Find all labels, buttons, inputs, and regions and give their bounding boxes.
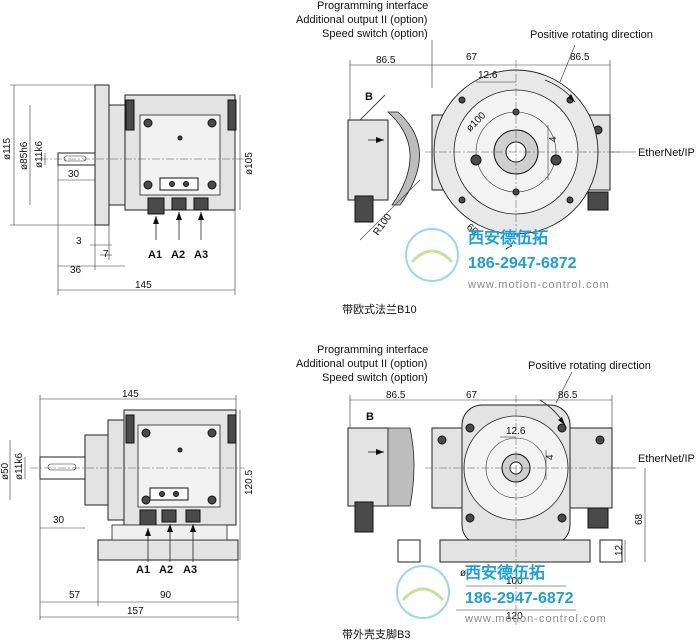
top-bracket bbox=[125, 99, 135, 131]
dim-126: 12.6 bbox=[506, 426, 526, 437]
header-line-1: Programming interface bbox=[317, 0, 428, 12]
view-b-label: B bbox=[365, 91, 373, 103]
top-screw-icon bbox=[207, 118, 217, 128]
header-line-2: Additional output II (option) bbox=[296, 358, 427, 370]
ethernet-label: EtherNet/IP bbox=[638, 453, 695, 465]
watermark-company: 西安德伍拓 bbox=[465, 563, 545, 582]
dim-l36: 36 bbox=[70, 265, 82, 276]
dim-865a: 86.5 bbox=[386, 390, 406, 401]
connector-a1-icon bbox=[147, 197, 165, 215]
watermark-company: 西安德伍拓 bbox=[468, 228, 548, 247]
watermark-phone: 186-2947-6872 bbox=[465, 590, 574, 607]
dim-l30: 30 bbox=[53, 515, 65, 526]
dim-d85: ø85h6 bbox=[19, 141, 30, 170]
dim-4: 4 bbox=[548, 136, 559, 142]
label-a1: A1 bbox=[136, 564, 150, 576]
dim-l145: 145 bbox=[122, 389, 139, 400]
dim-r100: R100 bbox=[371, 211, 394, 237]
header-line-3: Speed switch (option) bbox=[322, 372, 428, 384]
dim-12: 12 bbox=[614, 544, 625, 556]
top-screw-icon bbox=[143, 118, 153, 128]
bottom-side-view: 145 ø50 ø11k6 120.5 30 57 90 157 A1 A2 A… bbox=[0, 389, 255, 621]
label-a3: A3 bbox=[183, 564, 197, 576]
top-watermark: 西安德伍拓 186-2947-6872 www.motion-control.c… bbox=[405, 228, 610, 291]
watermark-url: www.motion-control.com bbox=[467, 279, 610, 291]
label-a1: A1 bbox=[148, 249, 162, 261]
dim-7: 7 bbox=[502, 242, 514, 254]
dim-865a: 86.5 bbox=[376, 55, 396, 66]
top-bracket bbox=[227, 99, 237, 131]
watermark-url: www.motion-control.com bbox=[464, 613, 607, 625]
dim-865b: 86.5 bbox=[570, 52, 590, 63]
dim-67: 67 bbox=[466, 52, 478, 63]
dim-865b: 86.5 bbox=[558, 390, 578, 401]
connector-a1-icon bbox=[139, 509, 157, 527]
top-caption: 带欧式法兰B10 bbox=[342, 302, 417, 316]
top-center-hole bbox=[177, 135, 183, 141]
dim-4: 4 bbox=[545, 454, 556, 460]
top-cable-gland-icon bbox=[354, 195, 374, 223]
bottom-watermark: 西安德伍拓 186-2947-6872 www.motion-control.c… bbox=[396, 563, 607, 625]
dim-d11: ø11k6 bbox=[34, 141, 45, 168]
dim-100: 100 bbox=[506, 576, 523, 587]
dim-67: 67 bbox=[466, 390, 478, 401]
connector-a2-icon bbox=[171, 197, 187, 211]
view-b-label: B bbox=[366, 411, 374, 423]
top-switch bbox=[159, 177, 199, 191]
top-side-block bbox=[347, 119, 389, 201]
header-line-3: Speed switch (option) bbox=[322, 28, 428, 40]
bottom-cable-gland-icon bbox=[354, 501, 374, 533]
bottom-ethernet-gland-icon bbox=[587, 507, 609, 529]
watermark-logo bbox=[405, 228, 459, 282]
dim-126: 12.6 bbox=[478, 70, 498, 81]
dim-l3: 3 bbox=[76, 236, 82, 247]
dim-phi: ø bbox=[460, 568, 466, 579]
top-ethernet-gland-icon bbox=[587, 191, 609, 211]
top-flange bbox=[94, 84, 110, 226]
header-line-1: Programming interface bbox=[317, 344, 428, 356]
screw-icon bbox=[550, 154, 562, 166]
dim-d105: ø105 bbox=[244, 152, 255, 175]
connector-a3-icon bbox=[193, 197, 209, 211]
header-line-2: Additional output II (option) bbox=[296, 14, 427, 26]
connector-a3-icon bbox=[185, 509, 201, 523]
label-a3: A3 bbox=[194, 249, 208, 261]
rotation-label: Positive rotating direction bbox=[530, 29, 653, 41]
ethernet-label: EtherNet/IP bbox=[638, 147, 695, 159]
dim-l157: 157 bbox=[127, 606, 144, 617]
dim-l90: 90 bbox=[160, 590, 172, 601]
top-side-view: ø115 ø85h6 ø11k6 ø105 30 3 7 36 145 A1 A… bbox=[2, 84, 255, 295]
top-screw-icon bbox=[207, 180, 217, 190]
dim-120: 120 bbox=[506, 611, 523, 622]
top-flange-collar bbox=[108, 104, 126, 206]
dim-d11: ø11k6 bbox=[14, 453, 25, 480]
watermark-phone: 186-2947-6872 bbox=[468, 255, 577, 272]
dim-l57: 57 bbox=[69, 590, 81, 601]
label-a2: A2 bbox=[159, 564, 173, 576]
dim-d50: ø50 bbox=[0, 462, 11, 480]
connector-a2-icon bbox=[161, 509, 177, 523]
rotation-label: Positive rotating direction bbox=[528, 360, 651, 372]
dim-d1205: 120.5 bbox=[244, 470, 255, 495]
screw-icon bbox=[470, 154, 482, 166]
dim-l30: 30 bbox=[68, 169, 80, 180]
label-a2: A2 bbox=[171, 249, 185, 261]
dim-d115: ø115 bbox=[2, 138, 13, 160]
bottom-front-foot bbox=[439, 539, 591, 563]
top-screw-icon bbox=[143, 180, 153, 190]
bottom-caption: 带外壳支脚B3 bbox=[342, 627, 410, 641]
watermark-logo bbox=[396, 565, 450, 619]
dim-l145: 145 bbox=[135, 280, 152, 291]
dim-l7: 7 bbox=[103, 249, 109, 260]
dim-68: 68 bbox=[634, 513, 645, 525]
top-front-view: Programming interface Additional output … bbox=[296, 0, 695, 254]
bottom-foot bbox=[97, 539, 239, 561]
bottom-front-view: Programming interface Additional output … bbox=[296, 344, 695, 625]
